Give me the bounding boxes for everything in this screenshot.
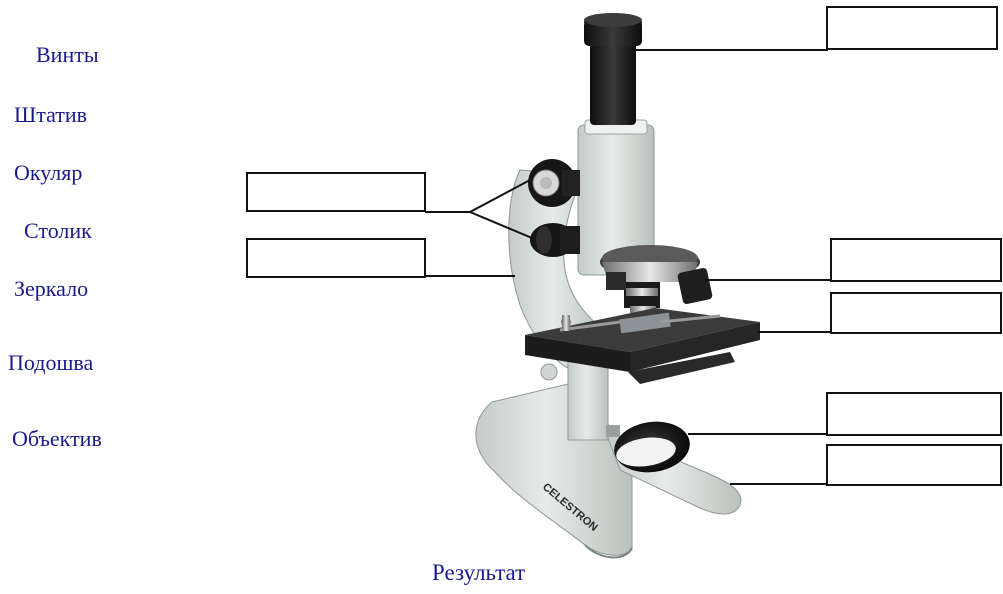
result-button[interactable]: Результат	[432, 560, 525, 586]
fine-focus-knob	[530, 223, 580, 257]
answer-box-focus-knobs[interactable]	[246, 172, 426, 212]
answer-box-base[interactable]	[826, 444, 1002, 486]
answer-box-arm[interactable]	[246, 238, 426, 278]
answer-box-stage[interactable]	[830, 292, 1002, 334]
answer-box-objective[interactable]	[830, 238, 1002, 282]
eyepiece	[584, 13, 642, 125]
answer-box-mirror[interactable]	[826, 392, 1002, 436]
answer-box-eyepiece[interactable]	[826, 6, 998, 50]
